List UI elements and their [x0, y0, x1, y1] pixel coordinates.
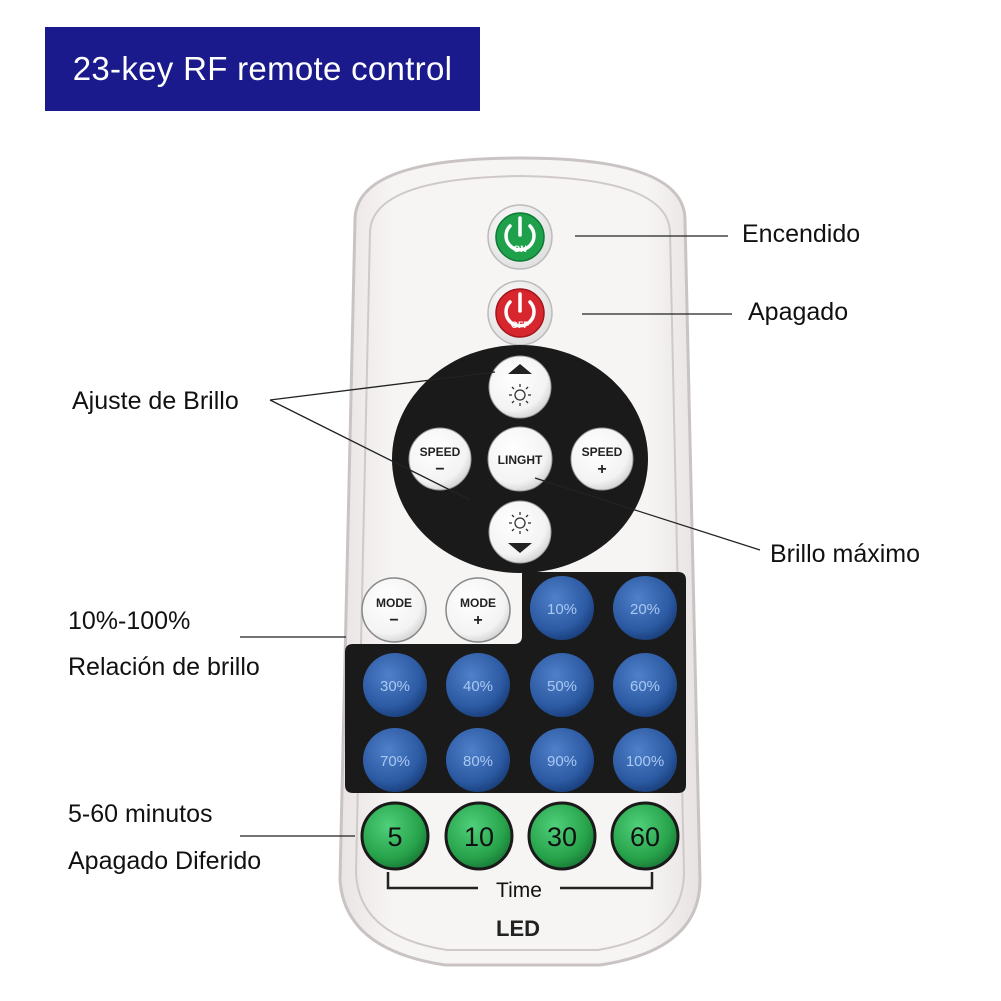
brightness-50-button[interactable]: 50% — [530, 653, 594, 717]
power-on-icon — [504, 224, 536, 252]
brightness-40-label: 40% — [463, 678, 493, 695]
timer-5-label: 5 — [387, 822, 402, 852]
brightness-30-button[interactable]: 30% — [363, 653, 427, 717]
speed-minus-button[interactable]: SPEED − — [408, 427, 472, 491]
mode-minus-button[interactable]: MODE − — [361, 577, 427, 643]
center-label: LINGHT — [498, 453, 543, 467]
mode-plus-button[interactable]: MODE + — [445, 577, 511, 643]
brightness-up-button[interactable] — [488, 355, 552, 419]
speed-plus-button[interactable]: SPEED + — [570, 427, 634, 491]
remote-inner-outline — [354, 174, 686, 951]
brightness-100-button[interactable]: 100% — [613, 728, 677, 792]
speed-minus-label: SPEED — [420, 445, 461, 459]
brightness-60-label: 60% — [630, 678, 660, 695]
speed-plus-label: SPEED — [582, 445, 623, 459]
label-ratio-text: Relación de brillo — [68, 653, 260, 681]
brightness-80-label: 80% — [463, 753, 493, 770]
label-ajuste-brillo: Ajuste de Brillo — [72, 387, 239, 415]
label-timer-range: 5-60 minutos — [68, 800, 213, 828]
on-label: ON — [513, 244, 527, 254]
mode-minus-sign: − — [389, 612, 398, 629]
sun-icon — [509, 384, 531, 406]
brightness-10-button[interactable]: 10% — [530, 576, 594, 640]
arrow-up-icon — [508, 364, 532, 374]
sun-icon — [509, 512, 531, 534]
arrow-down-icon — [508, 543, 532, 553]
brightness-100-label: 100% — [626, 753, 664, 770]
speed-plus-sign: + — [597, 461, 606, 478]
timer-5-button[interactable]: 5 — [360, 801, 430, 871]
title-text: 23-key RF remote control — [72, 50, 453, 87]
label-timer-text: Apagado Diferido — [68, 847, 262, 875]
power-off-icon — [504, 300, 536, 328]
brightness-70-button[interactable]: 70% — [363, 728, 427, 792]
timer-10-label: 10 — [464, 822, 494, 852]
timer-10-button[interactable]: 10 — [444, 801, 514, 871]
brightness-40-button[interactable]: 40% — [446, 653, 510, 717]
brightness-80-button[interactable]: 80% — [446, 728, 510, 792]
brightness-70-label: 70% — [380, 753, 410, 770]
brightness-60-button[interactable]: 60% — [613, 653, 677, 717]
brightness-down-button[interactable] — [488, 500, 552, 564]
mode-minus-label: MODE — [376, 596, 412, 610]
mode-plus-sign: + — [473, 612, 482, 629]
timer-60-label: 60 — [630, 822, 660, 852]
brightness-50-label: 50% — [547, 678, 577, 695]
label-encendido: Encendido — [742, 220, 861, 248]
timer-30-label: 30 — [547, 822, 577, 852]
keypad-panel — [345, 572, 686, 793]
time-label: Time — [496, 879, 542, 902]
off-label: OFF — [511, 320, 529, 330]
time-bracket — [386, 872, 654, 890]
brightness-90-label: 90% — [547, 753, 577, 770]
center-light-button[interactable]: LINGHT — [487, 426, 553, 492]
brand-label: LED — [496, 916, 540, 941]
callout-lines — [240, 235, 761, 837]
speed-minus-sign: − — [435, 461, 444, 478]
brightness-20-label: 20% — [630, 601, 660, 618]
label-ratio-range: 10%-100% — [68, 607, 191, 635]
label-brillo-maximo: Brillo máximo — [770, 540, 921, 568]
title-banner: 23-key RF remote control — [45, 27, 480, 111]
brightness-90-button[interactable]: 90% — [530, 728, 594, 792]
brightness-10-label: 10% — [547, 601, 577, 618]
brightness-20-button[interactable]: 20% — [613, 576, 677, 640]
brightness-30-label: 30% — [380, 678, 410, 695]
power-on-button[interactable]: ON — [487, 204, 553, 270]
mode-plus-label: MODE — [460, 596, 496, 610]
timer-30-button[interactable]: 30 — [527, 801, 597, 871]
timer-60-button[interactable]: 60 — [610, 801, 680, 871]
power-off-button[interactable]: OFF — [487, 280, 553, 346]
label-apagado: Apagado — [748, 298, 849, 326]
